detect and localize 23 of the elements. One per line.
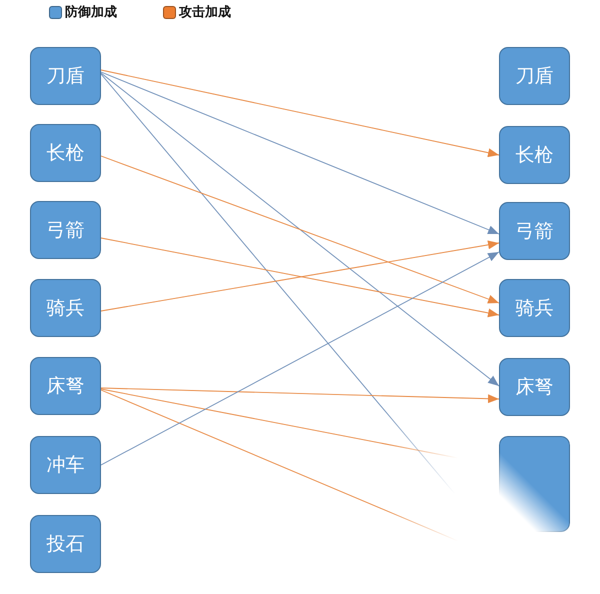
blurred-box [499,436,570,532]
unit-box: 冲车 [30,436,101,494]
arrow [100,252,500,466]
legend-label: 攻击加成 [179,4,231,21]
unit-box: 骑兵 [499,279,570,337]
unit-box: 床弩 [30,357,101,415]
unit-box: 长枪 [30,124,101,182]
unit-box: 弓箭 [499,202,570,260]
arrow [100,70,500,158]
arrow [100,388,500,404]
unit-box: 投石 [30,515,101,573]
unit-box: 骑兵 [30,279,101,337]
unit-box: 长枪 [499,126,570,184]
arrow [100,72,500,386]
arrow [100,156,500,304]
connector-line [100,390,458,542]
unit-box: 刀盾 [499,47,570,105]
unit-box: 弓箭 [30,201,101,259]
connector-line [100,388,458,458]
arrow [100,72,500,234]
legend-label: 防御加成 [65,4,117,21]
unit-box: 刀盾 [30,47,101,105]
unit-box: 床弩 [499,358,570,416]
